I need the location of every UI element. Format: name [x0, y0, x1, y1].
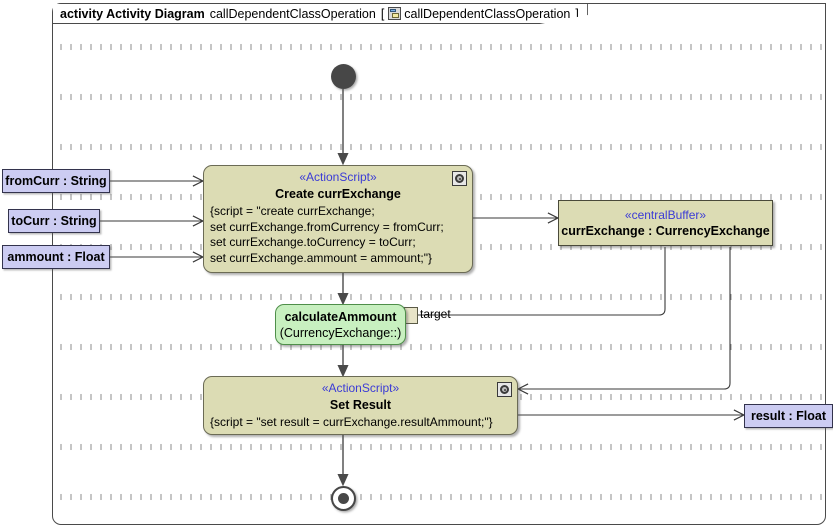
script-line: {script = "create currExchange; [210, 204, 375, 218]
objectflow-buffer-to-target [406, 247, 666, 315]
activity-final-node[interactable] [331, 486, 356, 511]
frame-bracket-close: ] [575, 6, 579, 21]
frame-keyword: activity Activity Diagram [60, 6, 205, 21]
buffer-stereotype: «centralBuffer» [624, 207, 707, 222]
objectflow-buffer-to-setresult [518, 247, 731, 389]
central-buffer-node[interactable]: «centralBuffer» currExchange : CurrencyE… [558, 200, 773, 246]
buffer-label: currExchange : CurrencyExchange [561, 223, 770, 238]
action-stereotype: «ActionScript» [299, 170, 377, 184]
script-line: set currExchange.toCurrency = toCurr; [210, 235, 416, 249]
action-set-result[interactable]: «ActionScript» Set Result {script = "set… [203, 376, 518, 435]
class-icon [388, 7, 402, 20]
script-line: {script = "set result = currExchange.res… [210, 415, 493, 429]
call-operation-calculateammount[interactable]: calculateAmmount (CurrencyExchange::) [275, 304, 406, 345]
action-title: Create currExchange [275, 187, 401, 201]
script-line: set currExchange.fromCurrency = fromCurr… [210, 219, 444, 234]
activity-parameter-label: result : Float [750, 409, 826, 423]
frame-name: callDependentClassOperation [209, 6, 376, 21]
activity-parameter-label: fromCurr : String [5, 174, 107, 188]
frame-bracket-open: [ [380, 6, 385, 21]
action-script-body: {script = "set result = currExchange.res… [210, 415, 511, 431]
input-pin-target-label: target [420, 307, 451, 321]
initial-node[interactable] [331, 64, 356, 89]
action-title: Set Result [329, 398, 392, 412]
activity-parameter-fromcurr[interactable]: fromCurr : String [2, 169, 110, 193]
action-create-currexchange[interactable]: «ActionScript» Create currExchange {scri… [203, 165, 473, 273]
activity-parameter-label: toCurr : String [11, 214, 97, 228]
activity-parameter-result[interactable]: result : Float [744, 404, 833, 428]
diagram-grid [53, 24, 825, 524]
activity-frame-header: activity Activity Diagram callDependentC… [53, 4, 588, 24]
call-operation-owner: (CurrencyExchange::) [279, 325, 402, 340]
activity-parameter-tocurr[interactable]: toCurr : String [8, 209, 100, 233]
activity-parameter-ammount[interactable]: ammount : Float [2, 245, 110, 269]
action-stereotype: «ActionScript» [321, 381, 400, 395]
action-script-body: {script = "create currExchange; set curr… [210, 204, 466, 266]
frame-context-name: callDependentClassOperation [404, 6, 571, 21]
gear-icon [452, 171, 467, 186]
gear-icon [497, 382, 512, 397]
call-operation-name: calculateAmmount [284, 309, 397, 324]
activity-parameter-label: ammount : Float [7, 250, 105, 264]
input-pin-target[interactable] [404, 307, 418, 324]
script-line: set currExchange.ammount = ammount;"} [210, 250, 433, 265]
